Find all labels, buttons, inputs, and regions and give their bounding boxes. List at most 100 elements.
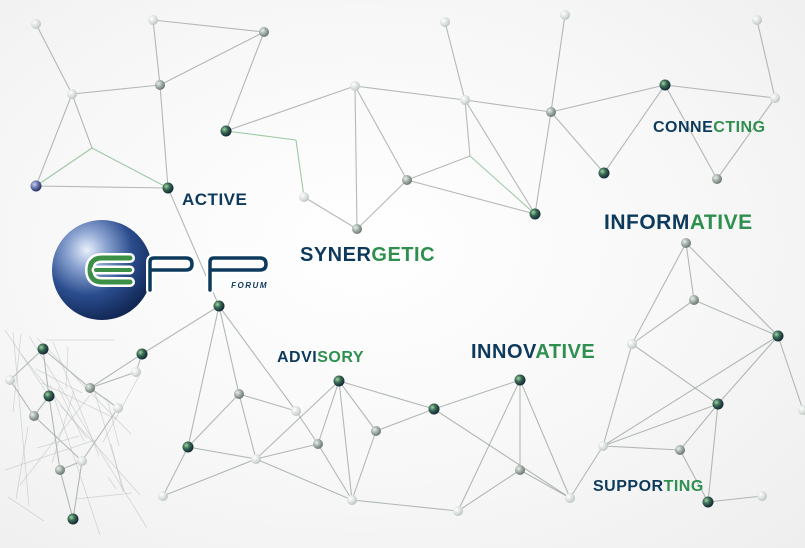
network-node [371,426,381,436]
network-node [43,390,55,402]
network-edge [338,380,377,432]
network-edge [162,458,257,497]
network-node [155,80,165,90]
network-node [67,89,77,99]
network-edge [602,335,779,447]
network-edge [356,179,408,230]
network-edge [65,346,69,390]
network-node [598,441,608,451]
network-node [220,125,232,137]
network-edge [187,446,257,460]
network-edge [679,449,709,503]
network-edge [255,380,340,460]
network-edge [569,445,604,499]
network-edge [4,439,96,471]
network-edge [664,84,718,180]
network-edge [75,492,133,500]
network-edge [49,384,101,536]
keyword-innovative: INNOVATIVE [471,341,596,363]
network-edges [4,14,804,536]
network-node [148,15,158,25]
network-edge [693,299,779,337]
network-edge [664,84,776,99]
network-edge [71,84,161,95]
network-edge [225,31,265,132]
network-node [772,330,784,342]
network-edge [106,397,120,447]
network-edge [89,353,143,389]
network-node [291,406,301,416]
network-edge [406,155,471,181]
network-node [460,95,470,105]
network-node [37,343,49,355]
network-edge [57,386,85,442]
network-edge [225,130,297,141]
network-edge [444,21,466,101]
network-edge [71,93,93,149]
network-edge [238,393,257,460]
network-node [675,445,685,455]
network-edge [550,14,566,113]
network-node [402,175,412,185]
network-edge [33,415,83,462]
network-edge [159,84,169,189]
network-edge [7,496,45,522]
network-edge [152,19,265,33]
network-node [798,405,805,415]
network-edge [433,379,521,410]
network-edge [717,335,779,405]
network-edge [91,382,125,492]
network-edge [406,179,536,215]
network-edge [41,382,117,420]
network-node [30,180,42,192]
network-edge [631,299,695,345]
network-node [681,238,691,248]
network-edge [519,469,571,499]
network-edge [685,242,695,301]
network-node [158,491,168,501]
network-edge [59,404,141,496]
network-node [85,383,95,393]
network-node [234,389,244,399]
network-node [29,411,39,421]
network-edge [152,19,161,86]
network-edge [9,379,35,417]
network-edge [550,84,666,113]
network-node [131,367,141,377]
network-node [77,456,87,466]
network-edge [351,430,377,501]
network-node [440,17,450,27]
network-edge [12,333,22,413]
network-edge [51,390,75,464]
network-node [659,79,671,91]
network-edge [354,85,466,101]
network-edge [91,147,169,189]
logo-lettering [85,253,270,294]
network-node [702,496,714,508]
network-node [333,375,345,387]
network-node [712,398,724,410]
network-edge [218,305,297,412]
network-edge [602,343,633,447]
network-edge [4,329,46,391]
network-edge [354,85,408,181]
network-edge [603,84,666,174]
network-edge [48,395,61,471]
network-node [113,403,123,413]
network-edge [107,476,117,490]
keyword-synergetic: SYNERGETIC [300,244,436,266]
network-edge [550,111,605,174]
network-edge [317,380,340,445]
network-node [136,348,148,360]
network-edge [338,380,435,410]
network-edge [303,196,358,230]
keyword-informative: INFORMATIVE [604,211,753,234]
network-node [251,454,261,464]
network-node [598,167,610,179]
network-edge [685,242,779,337]
network-node [162,182,174,194]
keyword-advisory: ADVISORY [277,349,364,366]
network-edge [110,443,124,493]
network-edge [12,331,30,507]
network-edge [35,23,73,95]
